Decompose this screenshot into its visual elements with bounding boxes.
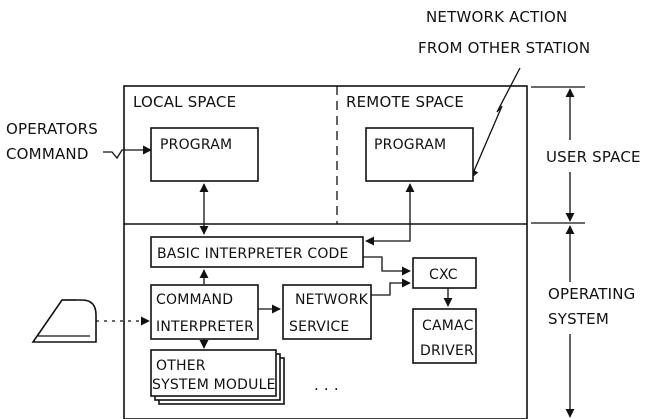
network-service-box (282, 284, 372, 340)
other-module-label-line1: OTHER (156, 358, 206, 374)
operators-label-line1: OPERATORS (6, 120, 98, 138)
operating-system-label-line1: OPERATING (548, 285, 635, 303)
user-space-label: USER SPACE (546, 148, 641, 166)
operating-system-label-line2: SYSTEM (548, 310, 609, 328)
operators-command-arrow (103, 145, 152, 160)
command-interpreter-label-line2: INTERPRETER (156, 319, 254, 335)
command-interpreter-box (150, 284, 259, 340)
basic-interpreter-box (150, 236, 364, 268)
remote-program-label: PROGRAM (374, 137, 446, 153)
basic-interpreter-label: BASIC INTERPRETER CODE (157, 246, 349, 262)
local-space-label: LOCAL SPACE (133, 93, 236, 111)
camac-driver-label-line2: DRIVER (420, 343, 474, 359)
network-action-label-line1: NETWORK ACTION (426, 8, 567, 26)
other-module-label-line2: SYSTEM MODULE (152, 377, 276, 393)
network-lightning-arrow (470, 67, 521, 179)
remote-space-label: REMOTE SPACE (346, 93, 464, 111)
system-frame (123, 85, 528, 419)
network-service-label-line1: NETWORK (295, 292, 369, 308)
cxc-label: CXC (429, 267, 458, 283)
remote-program-box (365, 127, 474, 182)
network-action-label-line2: FROM OTHER STATION (418, 39, 590, 57)
camac-driver-box (412, 308, 477, 364)
remote-program-interpreter-arrow (365, 183, 415, 246)
operators-label-line2: COMMAND (6, 145, 89, 163)
command-interpreter-label-line1: COMMAND (156, 292, 233, 308)
other-system-module-stack (150, 349, 285, 405)
more-modules-ellipsis: . . . (314, 376, 339, 394)
network-service-label-line2: SERVICE (289, 319, 349, 335)
local-program-box (150, 127, 259, 182)
local-program-label: PROGRAM (160, 137, 232, 153)
interpreter-to-cxc-arrow (363, 256, 411, 276)
network-to-cxc-arrow (371, 278, 411, 296)
cxc-box (412, 257, 477, 289)
terminal-icon (31, 299, 97, 343)
camac-driver-label-line1: CAMAC (422, 318, 474, 334)
